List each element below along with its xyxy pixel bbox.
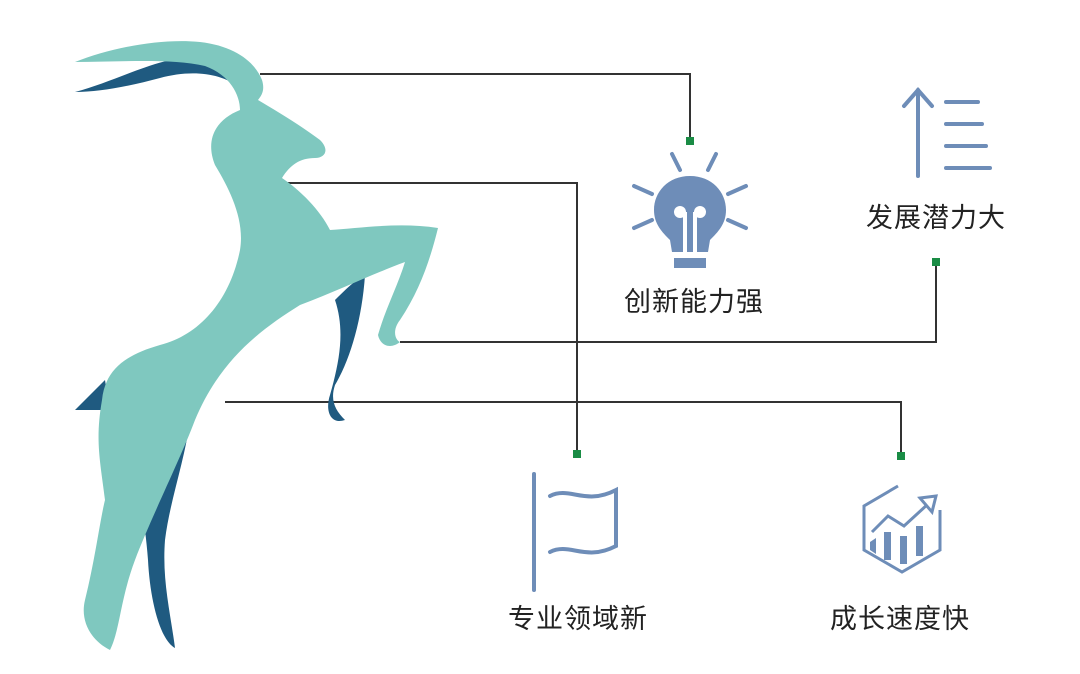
connector-innovation xyxy=(260,73,691,138)
connector-dot-field xyxy=(573,450,581,458)
ibex-mascot-icon xyxy=(75,41,438,651)
connector-dot-innovation xyxy=(686,137,694,145)
feature-label-potential: 发展潜力大 xyxy=(866,203,1006,234)
connector-growth xyxy=(225,401,902,452)
connector-dot-growth xyxy=(897,452,905,460)
flag-icon xyxy=(532,472,618,592)
arrow-up-list-icon xyxy=(902,86,992,178)
growth-chart-icon xyxy=(862,484,942,574)
feature-label-innovation: 创新能力强 xyxy=(624,287,764,318)
feature-label-growth: 成长速度快 xyxy=(830,604,970,635)
lightbulb-icon xyxy=(632,152,748,268)
connector-dot-potential xyxy=(932,258,940,266)
connector-field xyxy=(285,182,578,450)
connector-potential xyxy=(400,262,937,343)
feature-label-field: 专业领域新 xyxy=(508,604,648,635)
